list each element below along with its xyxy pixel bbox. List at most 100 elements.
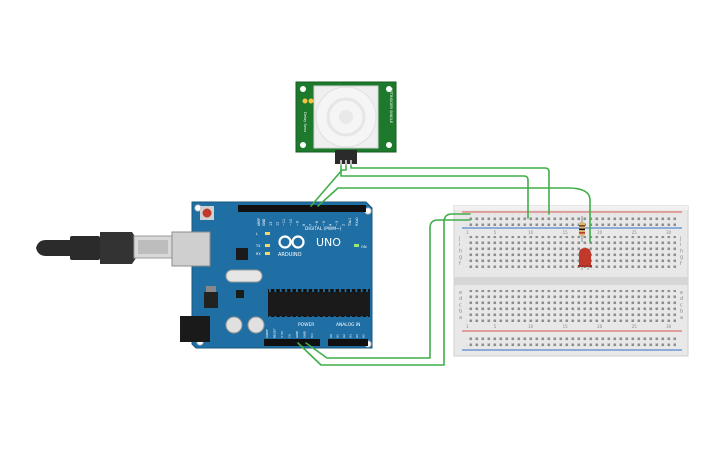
usb-cable[interactable]: [36, 232, 173, 264]
power-pin-label: GND: [303, 330, 307, 338]
breadboard-column-number: 30: [666, 324, 672, 329]
breadboard-column-number: 10: [528, 324, 534, 329]
breadboard-row-letter: e: [680, 290, 683, 296]
digital-pin-label: ~6: [315, 221, 319, 226]
red-led[interactable]: [578, 248, 592, 270]
breadboard-row-letter: i: [680, 242, 681, 248]
tx-led: [265, 244, 270, 247]
digital-header-label: DIGITAL (PWM~): [305, 226, 342, 232]
resistor[interactable]: [579, 216, 585, 242]
reset-button-cap[interactable]: [202, 208, 212, 218]
breadboard-column-number: 25: [632, 324, 638, 329]
breadboard-row-letter: b: [459, 309, 462, 315]
atmega-chip: [268, 292, 370, 316]
power-pin-label: GND: [295, 330, 299, 338]
top-power-rail[interactable]: [466, 214, 676, 226]
wire-5v-to-rail[interactable]: [297, 213, 471, 366]
wire-gnd-to-rail[interactable]: [305, 219, 471, 359]
dc-power-jack: [180, 316, 210, 342]
rx-led: [265, 252, 270, 255]
pir-left-label: Delay Sens: [303, 112, 307, 132]
terminal-strip-bottom[interactable]: [466, 290, 676, 322]
capacitor: [225, 316, 243, 334]
breadboard-column-number: 10: [528, 230, 534, 235]
analog-header-label: ANALOG IN: [336, 322, 360, 328]
regulator-chip: [204, 292, 218, 308]
l-led-label: L: [256, 232, 258, 236]
power-pin-label: 5V: [288, 333, 292, 338]
on-led-label: ON: [361, 245, 367, 249]
wire-pir-vcc-to-rail[interactable]: [340, 165, 529, 219]
arduino-infinity-logo: [278, 235, 305, 249]
digital-pin-label: ~9: [295, 221, 299, 226]
l-led: [265, 232, 270, 235]
on-led: [354, 244, 359, 247]
breadboard-row-letter: c: [680, 302, 683, 308]
wires[interactable]: [297, 165, 591, 366]
breadboard-row-letter: j: [458, 236, 460, 242]
breadboard-row-letter: f: [459, 261, 461, 267]
power-pin-label: RESET: [273, 328, 277, 338]
breadboard-row-letter: a: [680, 315, 683, 321]
terminal-strip-top[interactable]: [466, 236, 676, 268]
digital-pin-label: ~10: [289, 219, 293, 226]
breadboard-column-number: 15: [563, 324, 569, 329]
breadboard-row-letter: b: [680, 309, 683, 315]
rx-led-label: RX: [256, 252, 261, 256]
gnd-pin-label: GND: [262, 218, 266, 226]
digital-pin-label: ~3: [335, 221, 339, 226]
power-header-label: POWER: [298, 322, 314, 328]
breadboard-row-letter: d: [680, 296, 683, 302]
analog-pin-label: A5: [362, 334, 366, 338]
analog-pin-label: A3: [349, 334, 353, 338]
center-channel: [454, 277, 688, 285]
breadboard-row-letter: i: [459, 242, 460, 248]
breadboard-column-number: 5: [494, 324, 497, 329]
usb-chip: [236, 248, 248, 260]
breadboard-row-letter: j: [679, 236, 681, 242]
breadboard-column-number: 1: [466, 324, 469, 329]
breadboard-row-letter: f: [680, 261, 682, 267]
analog-pin-label: A1: [336, 334, 340, 338]
breadboard-column-number: 1: [466, 230, 469, 235]
arduino-brand-label: ARDUINO: [278, 252, 302, 258]
breadboard-row-letter: h: [680, 248, 683, 254]
regulator-tab: [206, 286, 216, 292]
breadboard-column-number: 5: [494, 230, 497, 235]
breadboard-column-number: 30: [666, 230, 672, 235]
aref-pin-label: AREF: [257, 218, 261, 226]
wire-pir-out-to-pin[interactable]: [310, 165, 347, 207]
sensitivity-potentiometer[interactable]: [308, 98, 314, 104]
usb-b-jack: [171, 231, 211, 267]
wire-pir-gnd-to-rail[interactable]: [350, 165, 550, 215]
digital-pin-label: RX◂0: [355, 217, 359, 226]
breadboard-row-letter: d: [459, 296, 462, 302]
digital-pin-label: 13: [269, 222, 273, 226]
digital-pin-label: 7: [309, 224, 313, 226]
digital-pin-label: ~5: [322, 221, 326, 226]
digital-pin-label: 8: [302, 224, 306, 226]
capacitor: [247, 316, 265, 334]
digital-pin-label: 2: [342, 224, 346, 226]
breadboard-column-number: 20: [597, 230, 603, 235]
pir-motion-sensor[interactable]: Delay Sens RETRIGGER SINGLE: [295, 81, 397, 166]
crystal-oscillator: [225, 269, 263, 283]
bottom-power-rail[interactable]: [466, 335, 676, 347]
digital-pin-label: 12: [276, 222, 280, 226]
power-pin-label: IOREF: [265, 329, 269, 338]
breadboard-column-number: 20: [597, 324, 603, 329]
wire-pin-to-resistor[interactable]: [317, 187, 591, 243]
power-pin-label: 3.3V: [280, 330, 284, 338]
breadboard-row-letter: g: [459, 255, 462, 261]
analog-pin-label: A4: [355, 334, 359, 338]
delay-potentiometer[interactable]: [302, 98, 308, 104]
digital-pin-label: 4: [328, 224, 332, 226]
pir-right-label: RETRIGGER SINGLE: [389, 88, 393, 124]
analog-pin-label: A0: [329, 334, 333, 338]
uno-label: UNO: [316, 236, 341, 249]
breadboard-row-letter: g: [680, 255, 683, 261]
digital-pin-label: ~11: [282, 219, 286, 226]
